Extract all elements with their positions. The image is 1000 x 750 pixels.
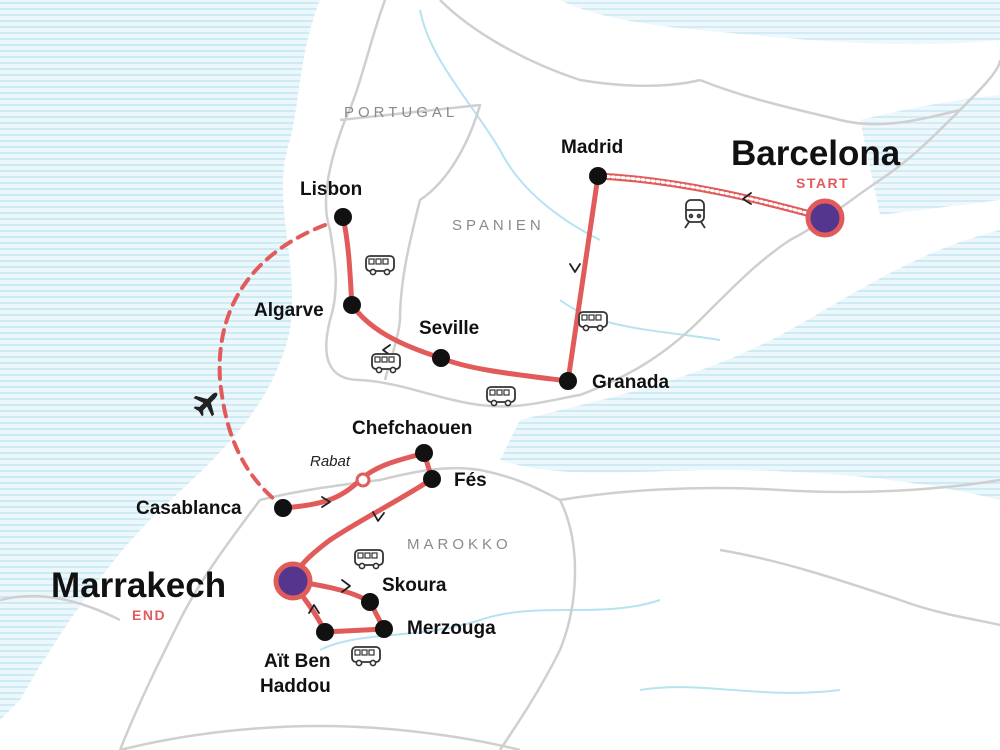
river-2 [559, 299, 721, 341]
train-icon [684, 199, 706, 229]
city-label-ait-ben-haddou-line2: Haddou [260, 676, 331, 697]
stop-marker-skoura [361, 593, 379, 611]
river-1 [419, 9, 601, 241]
direction-arrow [341, 579, 351, 593]
city-label-seville: Seville [419, 318, 479, 339]
inner-border-2 [0, 594, 121, 622]
direction-arrow [321, 496, 331, 508]
start-tag: START [796, 175, 849, 191]
north-sea-hatch [560, 0, 1000, 45]
city-label-chefchaouen: Chefchaouen [352, 418, 472, 439]
transport-icons [193, 199, 706, 667]
stop-marker-lisbon [334, 208, 352, 226]
plane-icon [193, 392, 218, 417]
stops [273, 167, 845, 641]
morocco-atlantic [118, 499, 262, 750]
city-label-granada: Granada [592, 372, 670, 393]
city-label-skoura: Skoura [382, 575, 447, 596]
direction-arrow [742, 192, 752, 205]
country-label-portugal: PORTUGAL [344, 104, 458, 121]
route-leg-flight [217, 223, 327, 502]
bus-icon [365, 255, 395, 276]
stop-marker-madrid [589, 167, 607, 185]
direction-arrow [372, 511, 385, 522]
route-leg-train [594, 172, 829, 222]
stop-marker-rabat [355, 472, 371, 488]
city-label-casablanca: Casablanca [136, 498, 242, 519]
spain-france-border [699, 78, 961, 126]
bus-icon [354, 549, 384, 570]
morocco-north-coast [259, 466, 561, 502]
algeria-coast [559, 478, 1000, 502]
river-4 [639, 686, 841, 694]
west-sea-hatch [0, 0, 320, 720]
stop-marker-ait-ben-haddou [316, 623, 334, 641]
route-leg-casablanca-chefchaouen [280, 450, 427, 511]
morocco-algeria-border [498, 499, 577, 750]
route-leg-madrid-granada [565, 173, 601, 384]
direction-arrows [308, 192, 752, 614]
route-leg-granada-seville-algarve-lisbon [340, 214, 571, 384]
stop-marker-algarve [343, 296, 361, 314]
river-3 [319, 599, 661, 651]
city-label-madrid: Madrid [561, 137, 623, 158]
route-leg-merzouga-ait-ben-haddou [322, 626, 387, 635]
mediterranean-water [500, 230, 1000, 500]
country-label-spain: SPANIEN [452, 217, 545, 234]
end-marker [273, 561, 313, 601]
stop-marker-fes [423, 470, 441, 488]
north-coast [439, 0, 701, 88]
country-label-morocco: MAROKKO [407, 536, 512, 553]
end-city-label: Marrakech [51, 566, 226, 605]
start-city-label: Barcelona [731, 134, 901, 173]
city-label-rabat: Rabat [310, 453, 351, 470]
southern-border [119, 724, 521, 750]
end-tag: END [132, 607, 166, 623]
city-label-fes: Fés [454, 470, 487, 491]
bus-icon [578, 311, 608, 332]
inner-border-1 [719, 548, 1000, 627]
bus-icon [371, 353, 401, 374]
bus-icon [351, 646, 381, 667]
direction-arrow [569, 263, 581, 273]
stop-marker-chefchaouen [415, 444, 433, 462]
stop-marker-seville [432, 349, 450, 367]
mediterranean-north [860, 95, 1000, 215]
direction-arrow [308, 604, 320, 614]
city-label-lisbon: Lisbon [300, 179, 362, 200]
country-labels: PORTUGAL SPANIEN MAROKKO [344, 104, 545, 553]
city-label-merzouga: Merzouga [407, 618, 496, 639]
city-label-ait-ben-haddou-line1: Aït Ben [264, 651, 331, 672]
city-labels: Barcelona START Marrakech END Madrid Gra… [51, 134, 901, 697]
stop-marker-granada [559, 372, 577, 390]
bus-icon [486, 386, 516, 407]
stop-marker-merzouga [375, 620, 393, 638]
route-leg-train-ties [596, 174, 827, 220]
start-marker [805, 198, 845, 238]
stop-marker-casablanca [274, 499, 292, 517]
city-label-algarve: Algarve [254, 300, 324, 321]
